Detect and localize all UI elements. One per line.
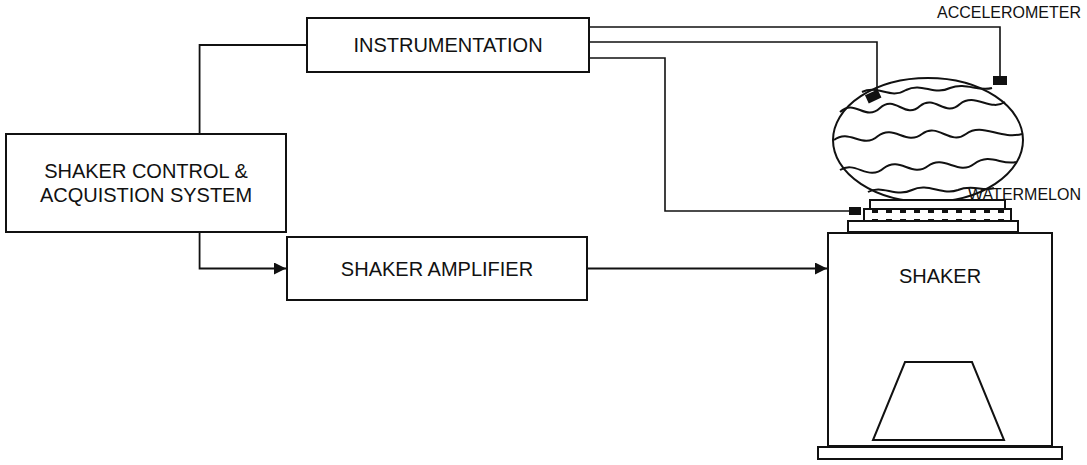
shaker-table xyxy=(848,200,1018,232)
signal-connector xyxy=(200,233,286,269)
box-label: INSTRUMENTATION xyxy=(353,33,542,57)
amplifier-box: SHAKER AMPLIFIER xyxy=(286,236,588,301)
control-box: SHAKER CONTROL & ACQUISTION SYSTEM xyxy=(5,133,287,233)
accelerometer xyxy=(993,76,1007,85)
accelerometer xyxy=(865,89,881,103)
instrument-box: INSTRUMENTATION xyxy=(306,17,590,73)
shaker-body: SHAKER xyxy=(827,232,1053,447)
watermelon xyxy=(833,78,1023,202)
part-label: ACCELEROMETER xyxy=(937,4,1081,22)
part-label: WATERMELON xyxy=(968,186,1081,204)
box-label: SHAKER xyxy=(899,264,981,288)
box-label: SHAKER CONTROL & ACQUISTION SYSTEM xyxy=(7,159,285,207)
box-label: SHAKER AMPLIFIER xyxy=(341,257,533,281)
signal-connector xyxy=(588,268,827,270)
sensor-wire xyxy=(590,27,1000,211)
signal-connector xyxy=(200,45,306,133)
accelerometer xyxy=(849,207,861,215)
shaker-base xyxy=(818,362,1062,459)
